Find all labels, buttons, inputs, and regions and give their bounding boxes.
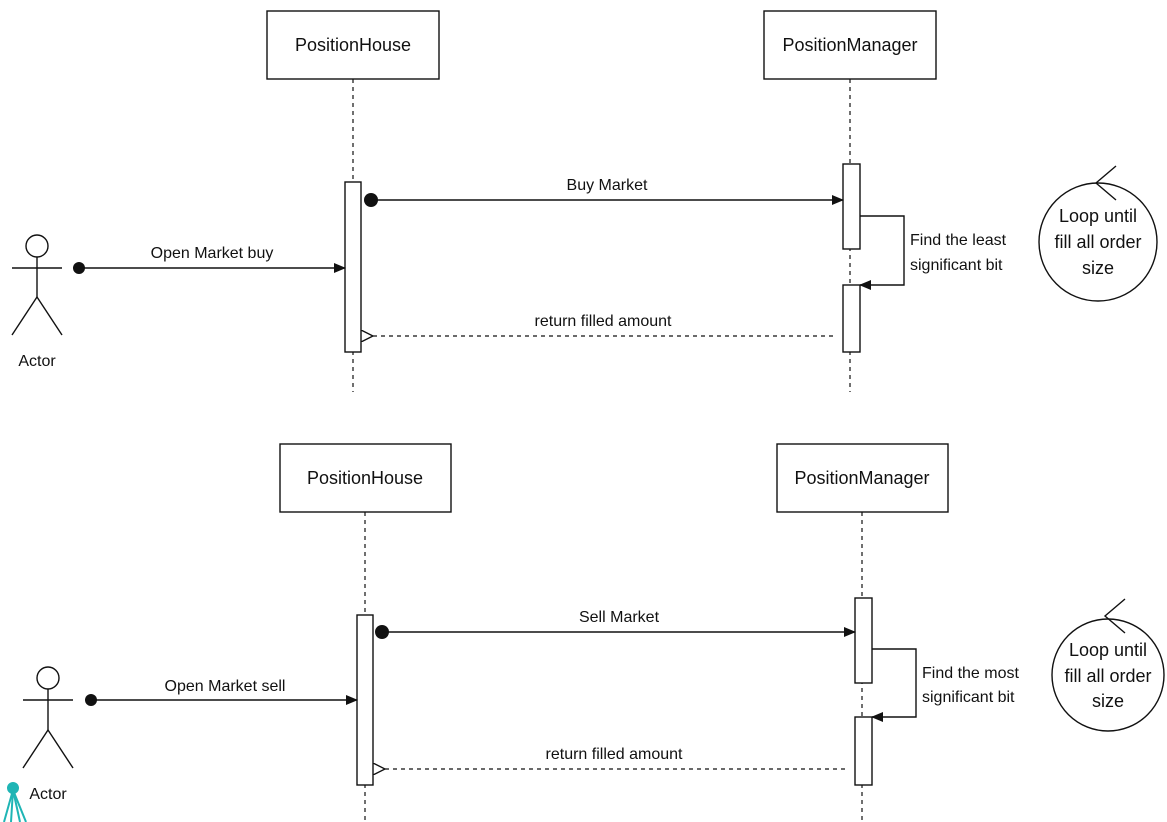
sell-open-market-message: Open Market sell xyxy=(85,678,358,706)
sell-loop-arrow-icon xyxy=(1103,598,1126,634)
sell-return-label: return filled amount xyxy=(546,746,684,763)
sell-manager-activation-1 xyxy=(854,597,873,684)
buy-open-market-message: Open Market buy xyxy=(73,245,346,274)
sell-self-message: Find the most significant bit xyxy=(871,648,1019,722)
buy-position-house-label: PositionHouse xyxy=(295,35,411,55)
sell-position-house-label: PositionHouse xyxy=(307,468,423,488)
buy-loop-line1: Loop until xyxy=(1059,206,1137,226)
buy-manager-activation-1 xyxy=(842,163,861,250)
buy-actor-head xyxy=(25,234,49,258)
buy-position-manager-label: PositionManager xyxy=(782,35,917,55)
sell-open-market-label: Open Market sell xyxy=(165,678,286,695)
buy-manager-activation-2 xyxy=(842,284,861,353)
sell-market-label: Sell Market xyxy=(579,609,660,626)
sell-participant-position-house: PositionHouse xyxy=(279,443,452,513)
sell-position-manager-label: PositionManager xyxy=(794,468,929,488)
buy-open-market-label: Open Market buy xyxy=(151,245,274,262)
sell-loop-line1: Loop until xyxy=(1069,640,1147,660)
sell-actor-label: Actor xyxy=(29,786,67,803)
buy-participant-position-manager: PositionManager xyxy=(763,10,937,80)
sell-participant-position-manager: PositionManager xyxy=(776,443,949,513)
sell-manager-activation-2 xyxy=(854,716,873,786)
buy-loop-circle xyxy=(1038,182,1158,302)
buy-self-message-line2: significant bit xyxy=(910,257,1003,274)
buy-actor-figure xyxy=(11,234,63,336)
sell-actor-figure xyxy=(22,666,74,769)
buy-loop-annotation: Loop until fill all order size xyxy=(1038,165,1158,302)
sell-self-message-line2: significant bit xyxy=(922,689,1015,706)
buy-actor-label: Actor xyxy=(18,353,56,370)
buy-self-message-line1: Find the least xyxy=(910,232,1007,249)
cursor-annotation-icon xyxy=(3,782,27,822)
sell-sequence-diagram: PositionHouse PositionManager Actor xyxy=(3,443,1165,822)
sell-loop-line2: fill all order xyxy=(1064,666,1151,686)
sell-position-house-activation xyxy=(356,614,374,786)
sell-self-message-line1: Find the most xyxy=(922,665,1019,682)
buy-loop-arrow-icon xyxy=(1094,165,1117,201)
buy-self-message: Find the least significant bit xyxy=(859,215,1007,290)
buy-sequence-diagram: PositionHouse PositionManager Actor Open… xyxy=(11,10,1158,392)
sell-loop-line3: size xyxy=(1092,691,1124,711)
buy-loop-line3: size xyxy=(1082,258,1114,278)
sell-market-message: Sell Market xyxy=(375,609,856,639)
buy-return-message: return filled amount xyxy=(373,313,833,336)
buy-loop-line2: fill all order xyxy=(1054,232,1141,252)
buy-position-house-activation xyxy=(344,181,362,353)
sell-return-message: return filled amount xyxy=(385,746,845,769)
sell-actor-head xyxy=(36,666,60,690)
buy-participant-position-house: PositionHouse xyxy=(266,10,440,80)
sell-loop-annotation: Loop until fill all order size xyxy=(1051,598,1165,732)
buy-market-message: Buy Market xyxy=(364,177,844,207)
buy-return-label: return filled amount xyxy=(535,313,673,330)
buy-market-label: Buy Market xyxy=(567,177,648,194)
